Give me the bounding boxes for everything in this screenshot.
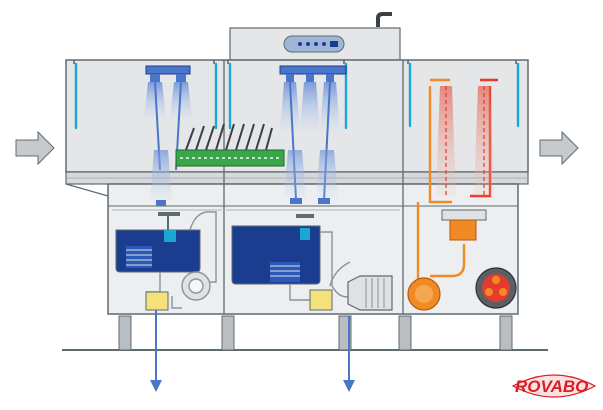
main-wash-pump — [309, 289, 333, 311]
rinse-pipes — [416, 202, 466, 280]
arrow-down-icon — [150, 310, 162, 392]
motor-icon — [347, 275, 393, 311]
control-panel-icon — [283, 35, 345, 53]
main-wash-tank — [231, 214, 321, 285]
exhaust-pipe — [376, 12, 392, 27]
main-wash-spray-arm — [279, 65, 347, 204]
water-curtains — [74, 62, 520, 130]
rinse-circuit — [428, 78, 498, 204]
rinse-tank — [441, 209, 487, 241]
rovabo-logo: ROVABO — [509, 368, 599, 404]
dish-rack — [175, 123, 285, 167]
prewash-pump — [145, 291, 169, 311]
brand-name: ROVABO — [515, 377, 589, 396]
arrow-right-icon — [15, 130, 55, 166]
prewash-plumbing — [146, 211, 217, 309]
logo-swoosh — [511, 374, 597, 398]
heater-icon — [475, 267, 517, 309]
arrow-right-icon — [539, 130, 579, 166]
machine-legs — [118, 315, 513, 351]
prewash-tank — [115, 212, 201, 273]
rinse-pump — [407, 277, 441, 311]
arrow-down-icon — [343, 316, 355, 392]
